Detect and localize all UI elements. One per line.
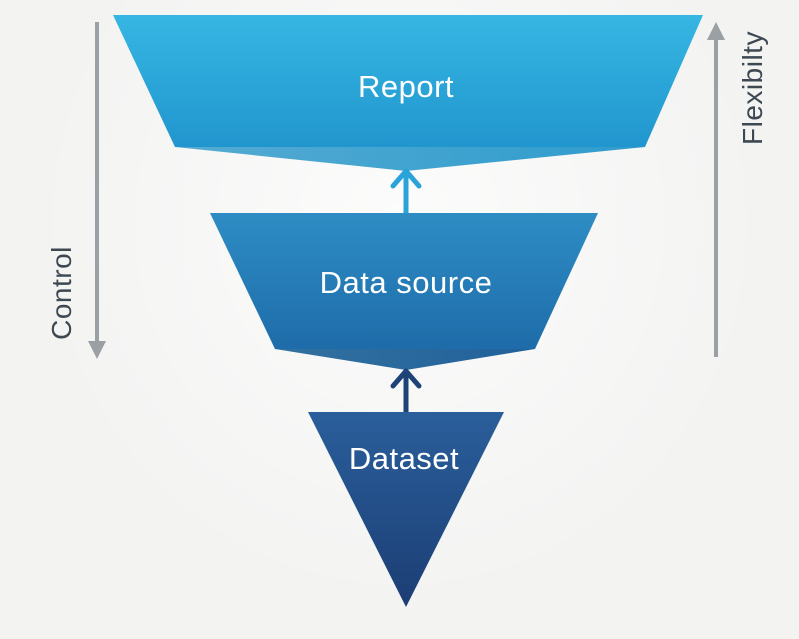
dataset-label: Dataset [349,441,459,476]
up-arrowhead-icon [707,22,725,40]
up-arrow-dark-icon [390,368,422,415]
report-label: Report [358,69,454,104]
funnel-level-data-source-fold [275,349,535,370]
flexibility-axis-label: Flexibilty [737,31,768,145]
down-arrowhead-icon [88,341,106,359]
funnel-level-report: Report [113,15,703,171]
funnel-level-report-shape [113,15,703,147]
control-axis: Control [46,22,106,359]
funnel-level-data-source: Data source [210,213,598,370]
funnel-level-report-fold [175,147,645,171]
funnel-level-data-source-shape [210,213,598,349]
data-source-label: Data source [320,265,493,300]
control-axis-label: Control [46,246,77,340]
up-arrow-light-icon [390,168,422,216]
control-axis-line [95,22,99,342]
flexibility-axis-line [714,38,718,357]
flexibility-axis: Flexibilty [707,22,768,357]
funnel-level-dataset-shape [308,412,504,607]
funnel-level-dataset: Dataset [308,412,504,607]
